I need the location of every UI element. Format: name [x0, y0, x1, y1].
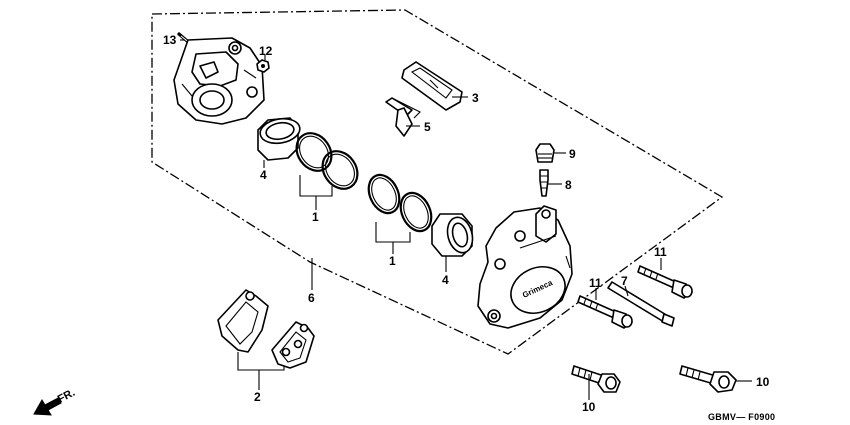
assembly-outline [151, 9, 724, 355]
callout-10-left: 10 [582, 400, 596, 414]
callout-13: 13 [163, 33, 177, 47]
piston-part-left[interactable] [257, 116, 302, 161]
callout-4-left: 4 [260, 168, 267, 182]
callout-7: 7 [621, 274, 628, 288]
brake-pads-part[interactable] [217, 289, 315, 369]
callout-1-left: 1 [312, 210, 319, 224]
bleeder-cap-part[interactable] [535, 143, 555, 163]
bolt-part-lower[interactable] [577, 295, 633, 329]
pad-pin-part[interactable] [607, 281, 675, 327]
callout-12: 12 [259, 44, 273, 58]
drawing-code: GBMV— F0900 [708, 412, 775, 422]
seal-rings-right[interactable] [363, 170, 437, 236]
front-direction-marker: FR. [33, 387, 77, 416]
callout-5: 5 [424, 120, 431, 134]
callout-10-right: 10 [756, 375, 770, 389]
nut-part[interactable] [256, 59, 270, 73]
callout-8: 8 [565, 178, 572, 192]
callout-labels: 13 12 3 5 4 1 1 4 6 9 8 11 7 11 2 10 10 [163, 33, 770, 414]
seal-rings-left[interactable] [289, 126, 364, 195]
bolt-part-upper[interactable] [637, 265, 693, 299]
front-label: FR. [56, 387, 77, 406]
callout-11-lower: 11 [589, 276, 602, 290]
caliper-body-part[interactable]: Grimeca [477, 205, 573, 329]
callout-3: 3 [472, 91, 479, 105]
piston-part-right[interactable] [431, 213, 476, 257]
retainer-clip-part[interactable] [385, 97, 421, 137]
short-bolt-part-left[interactable] [571, 365, 621, 393]
pad-spring-part[interactable] [401, 61, 463, 111]
callout-1-right: 1 [389, 254, 396, 268]
callout-6: 6 [308, 291, 315, 305]
leader-lines [180, 39, 752, 400]
callout-11-upper: 11 [654, 245, 667, 259]
callout-9: 9 [569, 147, 576, 161]
short-bolt-part-right[interactable] [679, 365, 737, 393]
callout-2: 2 [254, 390, 261, 404]
front-arrow-icon [33, 397, 62, 416]
caliper-bracket-part[interactable] [173, 37, 265, 125]
callout-4-right: 4 [442, 273, 449, 287]
bleeder-screw-part[interactable] [539, 169, 549, 197]
